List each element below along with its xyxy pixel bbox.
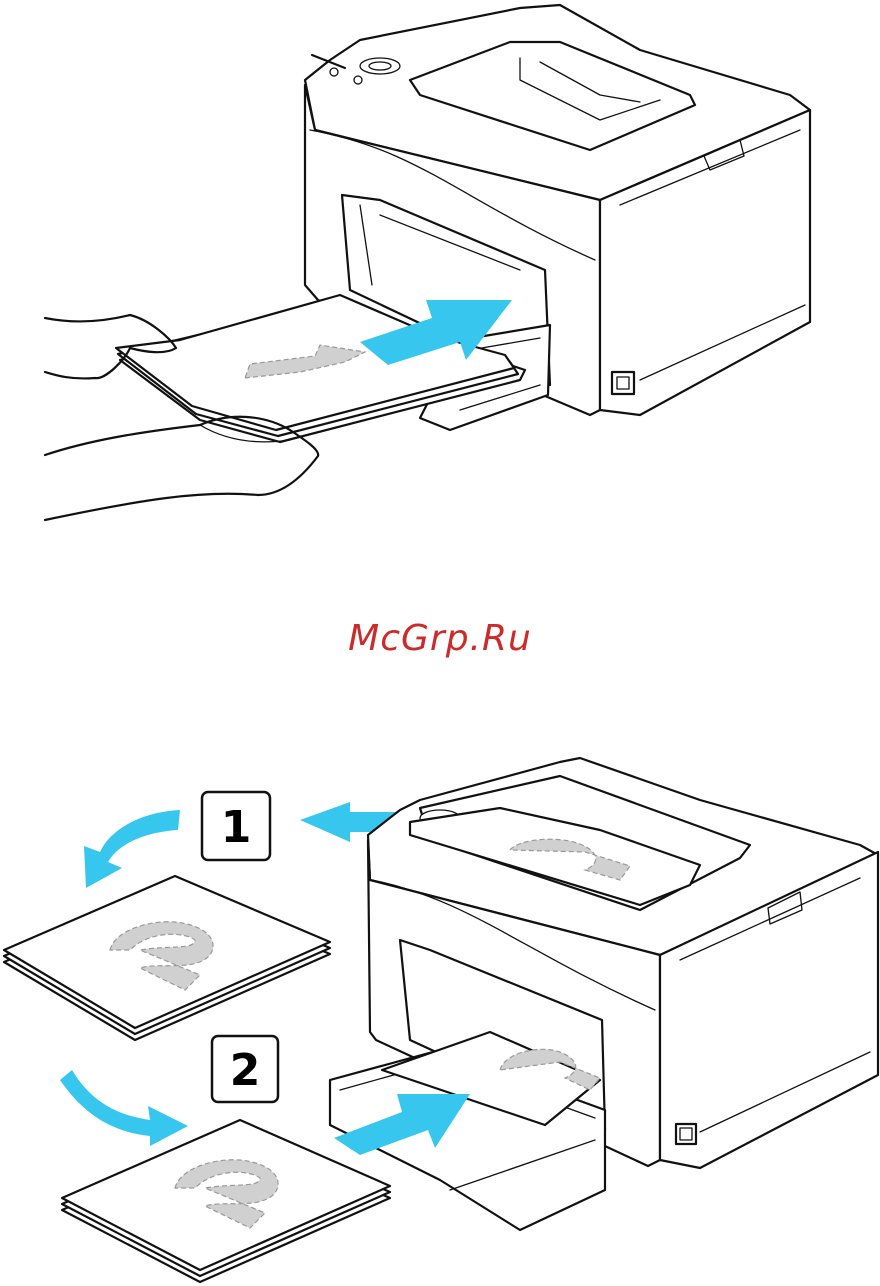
step-1-label: 1	[221, 802, 252, 853]
step-2-badge: 2	[212, 1036, 278, 1102]
manual-feed-loading-figure	[0, 0, 880, 540]
flip-arrow-icon	[84, 810, 180, 888]
paper-stack-icon	[4, 876, 330, 1040]
step-2-label: 2	[230, 1045, 261, 1096]
paper-stack-lower-icon	[62, 1120, 390, 1282]
duplex-manual-figure: 1 2	[0, 740, 880, 1286]
printer-lower-icon	[330, 758, 878, 1230]
step-1-badge: 1	[202, 792, 270, 860]
bottom-illustration: 1 2	[0, 740, 880, 1286]
top-illustration	[0, 0, 880, 540]
watermark-text: McGrp.Ru	[0, 618, 880, 659]
flip-arrow-lower-icon	[60, 1070, 188, 1146]
